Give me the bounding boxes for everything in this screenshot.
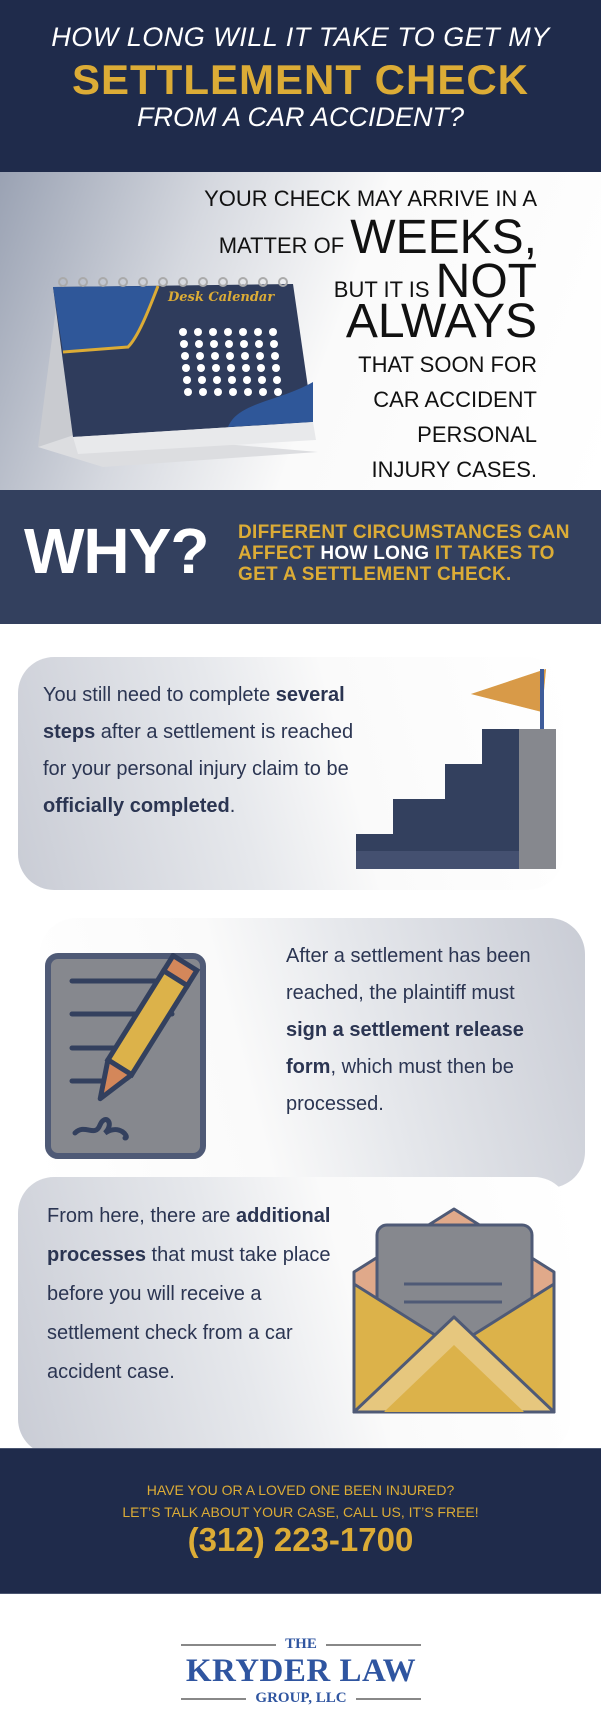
text: After a settlement has been reached, the… — [286, 945, 531, 1004]
calendar-title: Desk Calendar — [168, 290, 275, 305]
why-sub-line1: DIFFERENT CIRCUMSTANCES CAN — [238, 522, 570, 543]
bold-text: several steps — [43, 684, 345, 743]
intro-line4: ALWAYS — [345, 295, 537, 348]
info-card-steps: You still need to complete several steps… — [18, 657, 563, 890]
text: after a settlement is reached for your p… — [43, 721, 354, 780]
desk-calendar-icon — [38, 277, 318, 467]
info-card-release-form: After a settlement has been reached, the… — [40, 918, 585, 1188]
call-to-action-banner: HAVE YOU OR A LOVED ONE BEEN INJURED? LE… — [0, 1448, 601, 1594]
logo-bottom-row: GROUP, LLC — [181, 1690, 421, 1708]
bold-text: additional processes — [47, 1205, 331, 1266]
phone-number-link[interactable]: (312) 223-1700 — [187, 1521, 414, 1558]
bold-text: sign a settlement release form — [286, 1019, 524, 1078]
intro-line3: BUT IT IS NOT — [334, 254, 537, 309]
stairs-flag-icon — [356, 669, 556, 869]
text: . — [229, 795, 236, 817]
card-text: From here, there are additional processe… — [47, 1197, 357, 1392]
bold-text: officially completed — [43, 795, 230, 817]
intro-line7: PERSONAL — [417, 422, 537, 447]
headline-line3: FROM A CAR ACCIDENT? — [136, 102, 465, 132]
why-title: WHY? — [24, 515, 209, 587]
text: From here, there are — [47, 1205, 236, 1227]
text: that must take place before you will rec… — [47, 1244, 331, 1383]
intro-emphasis: NOT — [435, 255, 537, 308]
headline-line1: HOW LONG WILL IT TAKE TO GET MY — [51, 22, 550, 52]
card-text: You still need to complete several steps… — [43, 677, 373, 825]
logo-name: KRYDER LAW — [185, 1653, 417, 1689]
why-highlight: HOW LONG — [320, 543, 430, 564]
cta-line1: HAVE YOU OR A LOVED ONE BEEN INJURED? — [146, 1482, 455, 1498]
intro-line1: YOUR CHECK MAY ARRIVE IN A — [204, 186, 537, 211]
cta-line2: LET’S TALK ABOUT YOUR CASE, CALL US, IT’… — [122, 1504, 479, 1520]
text: , which must then be processed. — [286, 1056, 514, 1115]
kryder-law-logo: THE KRYDER LAW GROUP, LLC — [181, 1636, 421, 1712]
info-card-processes: From here, there are additional processe… — [18, 1177, 570, 1455]
open-envelope-icon — [352, 1207, 556, 1414]
intro-section: Desk Calendar YOUR CHECK MAY ARRIVE IN A… — [0, 172, 601, 490]
cta-question: HAVE YOU OR A LOVED ONE BEEN INJURED? LE… — [0, 1479, 601, 1523]
intro-line5: THAT SOON FOR — [358, 352, 537, 377]
logo-group: GROUP, LLC — [255, 1690, 347, 1706]
why-subtitle: DIFFERENT CIRCUMSTANCES CAN AFFECT HOW L… — [238, 522, 570, 585]
intro-text: BUT IT IS — [333, 277, 430, 302]
why-sub-line2: AFFECT HOW LONG IT TAKES TO — [238, 543, 570, 564]
why-sub-line3: GET A SETTLEMENT CHECK. — [238, 564, 512, 585]
logo-top-row: THE — [181, 1636, 421, 1652]
headline-highlight: SETTLEMENT CHECK — [72, 56, 529, 103]
intro-line2: MATTER OF WEEKS, — [219, 210, 537, 265]
why-text: IT TAKES TO — [429, 543, 555, 564]
intro-line6: CAR ACCIDENT — [373, 387, 537, 412]
card-text: After a settlement has been reached, the… — [286, 938, 536, 1123]
logo-the: THE — [285, 1636, 317, 1652]
intro-text: MATTER OF — [218, 233, 345, 258]
text: You still need to complete — [43, 684, 276, 706]
document-pencil-icon — [45, 953, 206, 1159]
why-text: AFFECT — [238, 543, 321, 564]
header-banner: HOW LONG WILL IT TAKE TO GET MY SETTLEME… — [0, 0, 601, 172]
why-section: WHY? DIFFERENT CIRCUMSTANCES CAN AFFECT … — [0, 490, 601, 624]
intro-line8: INJURY CASES. — [371, 457, 537, 482]
intro-emphasis: WEEKS, — [350, 211, 537, 264]
